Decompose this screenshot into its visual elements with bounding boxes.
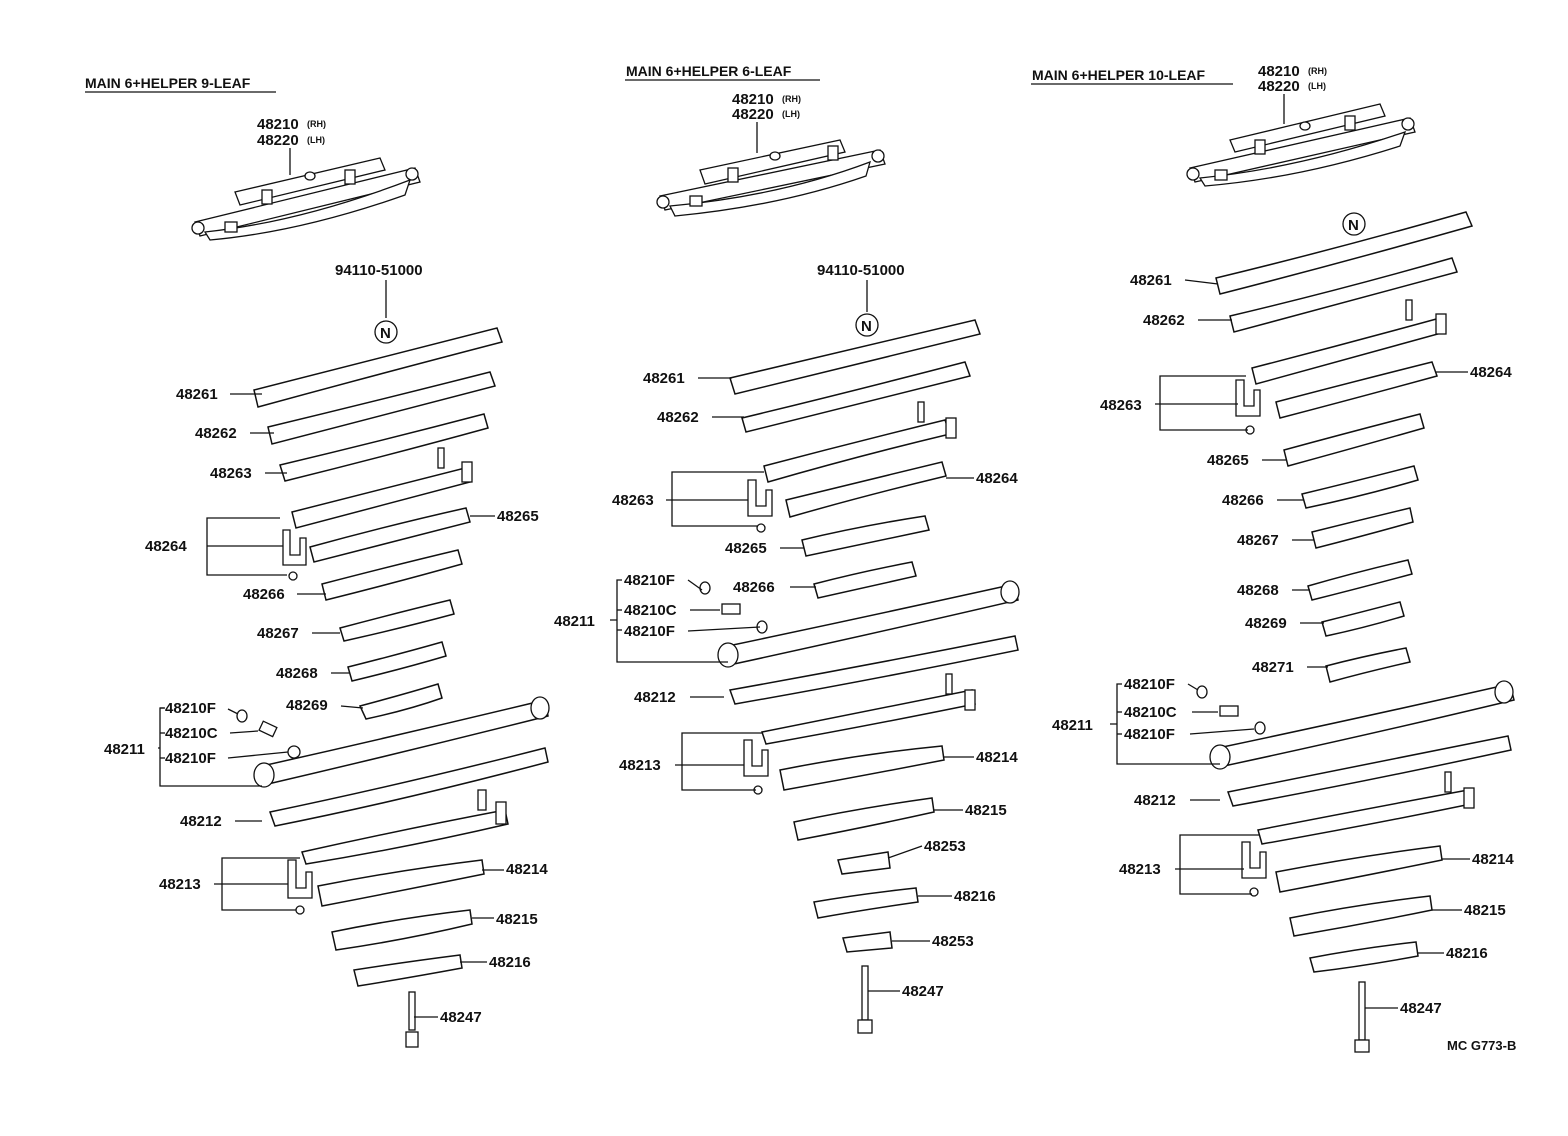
col1-part-48247: 48247 bbox=[440, 1009, 482, 1026]
col3-part-48265: 48265 bbox=[1207, 452, 1249, 469]
col2-part-48262: 48262 bbox=[657, 409, 699, 426]
col3-part-48210C: 48210C bbox=[1124, 704, 1177, 721]
col1-part-48215: 48215 bbox=[496, 911, 538, 928]
col1-part-48263: 48263 bbox=[210, 465, 252, 482]
col3-part-48215: 48215 bbox=[1464, 902, 1506, 919]
col1-part-48267: 48267 bbox=[257, 625, 299, 642]
col1-part-48213: 48213 bbox=[159, 876, 201, 893]
col2-part-48247: 48247 bbox=[902, 983, 944, 1000]
col1-part-48261: 48261 bbox=[176, 386, 218, 403]
col3-part-48266: 48266 bbox=[1222, 492, 1264, 509]
col2-asm-rh: 48210 bbox=[732, 91, 774, 108]
col2-part-48210C: 48210C bbox=[624, 602, 677, 619]
col1-part-48210F-b: 48210F bbox=[165, 750, 216, 767]
col1-callouts: 48261 48262 48263 48264 48265 48266 4826… bbox=[104, 386, 548, 1026]
column-3: MAIN 6+HELPER 10-LEAF 48210 (RH) 48220 (… bbox=[1031, 63, 1515, 1053]
col1-part-48264: 48264 bbox=[145, 538, 187, 555]
col1-nut-letter: N bbox=[380, 325, 391, 342]
col1-part-48216: 48216 bbox=[489, 954, 531, 971]
col1-part-48265: 48265 bbox=[497, 508, 539, 525]
col2-part-48213: 48213 bbox=[619, 757, 661, 774]
col2-asm-lh-tag: (LH) bbox=[782, 109, 800, 119]
col2-part-48216: 48216 bbox=[954, 888, 996, 905]
col3-spring-assembly bbox=[1186, 103, 1416, 187]
col2-nut-letter: N bbox=[861, 318, 872, 335]
col2-part-48266: 48266 bbox=[733, 579, 775, 596]
col1-part-48269: 48269 bbox=[286, 697, 328, 714]
col1-top-part: 94110-51000 bbox=[335, 262, 423, 279]
col3-part-48214: 48214 bbox=[1472, 851, 1514, 868]
col1-asm-rh-tag: (RH) bbox=[307, 119, 326, 129]
col3-title: MAIN 6+HELPER 10-LEAF bbox=[1032, 67, 1206, 83]
col2-part-48253-a: 48253 bbox=[924, 838, 966, 855]
col1-asm-rh: 48210 bbox=[257, 116, 299, 133]
col3-part-48268: 48268 bbox=[1237, 582, 1279, 599]
col1-asm-lh: 48220 bbox=[257, 132, 299, 149]
col1-part-48210F-a: 48210F bbox=[165, 700, 216, 717]
col3-nut-letter: N bbox=[1348, 217, 1359, 234]
col1-leaves bbox=[236, 327, 550, 1048]
col1-part-48212: 48212 bbox=[180, 813, 222, 830]
col2-callouts: 48261 48262 48264 48263 48265 48266 4821… bbox=[554, 370, 1018, 1000]
col3-part-48261: 48261 bbox=[1130, 272, 1172, 289]
col2-part-48210F-a: 48210F bbox=[624, 572, 675, 589]
col2-top-part: 94110-51000 bbox=[817, 262, 905, 279]
col2-part-48265: 48265 bbox=[725, 540, 767, 557]
col2-part-48211: 48211 bbox=[554, 613, 595, 630]
col3-part-48264: 48264 bbox=[1470, 364, 1512, 381]
col3-part-48210F-b: 48210F bbox=[1124, 726, 1175, 743]
col1-part-48210C: 48210C bbox=[165, 725, 218, 742]
col2-asm-rh-tag: (RH) bbox=[782, 94, 801, 104]
col1-asm-lh-tag: (LH) bbox=[307, 135, 325, 145]
col3-asm-lh-tag: (LH) bbox=[1308, 81, 1326, 91]
col2-title: MAIN 6+HELPER 6-LEAF bbox=[626, 63, 792, 79]
col2-part-48261: 48261 bbox=[643, 370, 685, 387]
col3-part-48269: 48269 bbox=[1245, 615, 1287, 632]
col3-part-48271: 48271 bbox=[1252, 659, 1294, 676]
col1-nut-symbol bbox=[374, 320, 398, 344]
col3-part-48267: 48267 bbox=[1237, 532, 1279, 549]
col1-part-48211: 48211 bbox=[104, 741, 145, 758]
col3-asm-rh: 48210 bbox=[1258, 63, 1300, 80]
col3-part-48212: 48212 bbox=[1134, 792, 1176, 809]
col1-part-48266: 48266 bbox=[243, 586, 285, 603]
col2-part-48264: 48264 bbox=[976, 470, 1018, 487]
col3-part-48213: 48213 bbox=[1119, 861, 1161, 878]
column-2: MAIN 6+HELPER 6-LEAF 48210 (RH) 48220 (L… bbox=[554, 63, 1020, 1034]
col3-part-48262: 48262 bbox=[1143, 312, 1185, 329]
col2-leaves bbox=[699, 319, 1020, 1034]
col3-part-48247: 48247 bbox=[1400, 1000, 1442, 1017]
col2-spring-assembly bbox=[656, 139, 886, 217]
col1-part-48268: 48268 bbox=[276, 665, 318, 682]
col2-part-48210F-b: 48210F bbox=[624, 623, 675, 640]
col3-part-48216: 48216 bbox=[1446, 945, 1488, 962]
col2-part-48215: 48215 bbox=[965, 802, 1007, 819]
col3-part-48263: 48263 bbox=[1100, 397, 1142, 414]
col1-title: MAIN 6+HELPER 9-LEAF bbox=[85, 75, 251, 91]
col3-asm-lh: 48220 bbox=[1258, 78, 1300, 95]
col1-spring-assembly bbox=[191, 157, 421, 241]
col2-nut-symbol bbox=[855, 313, 879, 337]
col1-part-48214: 48214 bbox=[506, 861, 548, 878]
col2-asm-lh: 48220 bbox=[732, 106, 774, 123]
col2-part-48263: 48263 bbox=[612, 492, 654, 509]
col3-asm-rh-tag: (RH) bbox=[1308, 66, 1327, 76]
col3-part-48210F-a: 48210F bbox=[1124, 676, 1175, 693]
col2-part-48214: 48214 bbox=[976, 749, 1018, 766]
col2-part-48253-b: 48253 bbox=[932, 933, 974, 950]
col3-nut-symbol bbox=[1342, 212, 1366, 236]
col3-part-48211: 48211 bbox=[1052, 717, 1093, 734]
figure-code: MC G773-B bbox=[1447, 1038, 1516, 1053]
col3-callouts: 48261 48262 48264 48263 48265 48266 4826… bbox=[1052, 272, 1514, 1017]
col3-leaves bbox=[1196, 211, 1515, 1053]
col1-part-48262: 48262 bbox=[195, 425, 237, 442]
column-1: MAIN 6+HELPER 9-LEAF 48210 (RH) 48220 (L… bbox=[85, 75, 550, 1048]
col2-part-48212: 48212 bbox=[634, 689, 676, 706]
